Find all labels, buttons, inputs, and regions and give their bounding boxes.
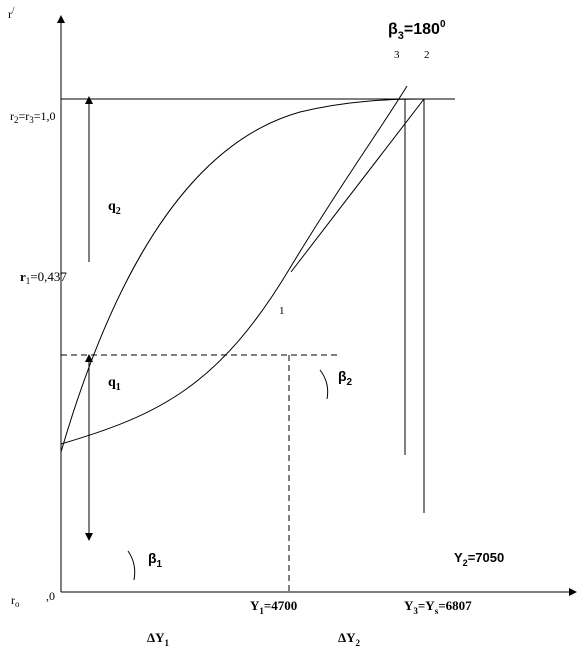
label-r2-r3: r2=r3=1,0	[10, 109, 56, 125]
label-beta3: β3=1800	[388, 19, 446, 42]
line-curve-2	[290, 98, 425, 273]
curve-label-2: 2	[424, 49, 430, 61]
curve-label-1: 1	[279, 305, 285, 317]
convex-curve	[60, 85, 408, 445]
label-r1: r1=0,437	[20, 269, 67, 286]
label-q1: q1	[108, 375, 121, 393]
label-y1: Y1=4700	[250, 598, 297, 616]
origin-zero: ,0	[46, 589, 55, 603]
origin-label: ro	[11, 593, 20, 609]
label-q2: q2	[108, 199, 121, 217]
label-delta-y2: ΔY2	[338, 630, 361, 648]
concave-curve	[60, 98, 425, 453]
curve-label-3: 3	[394, 49, 400, 61]
label-delta-y1: ΔY1	[147, 630, 170, 648]
angle-arc-beta2	[319, 369, 329, 400]
label-beta2: β2	[338, 368, 353, 388]
y-axis-label: r/	[8, 5, 15, 21]
angle-arc-beta1	[127, 550, 136, 581]
label-y2: Y2=7050	[454, 550, 504, 568]
label-beta1: β1	[148, 550, 163, 570]
label-y3: Y3=Ys=6807	[404, 598, 472, 616]
